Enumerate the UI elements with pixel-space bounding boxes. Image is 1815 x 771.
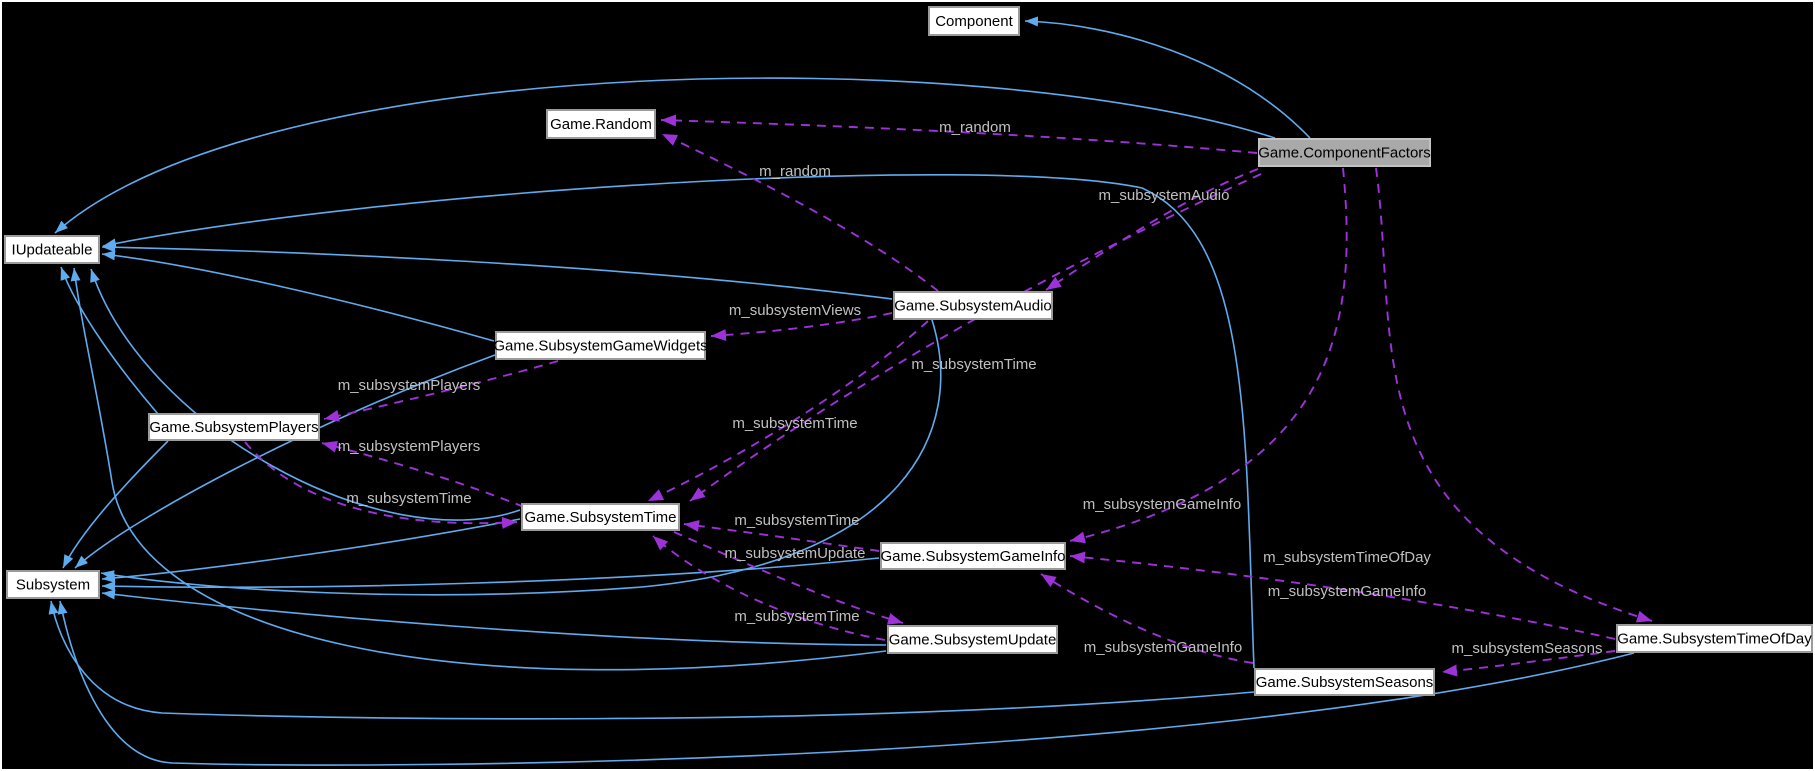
inheritance-edge-gameinfo-subsystem (101, 557, 880, 592)
node-subsystem-widgets[interactable]: Game.SubsystemGameWidgets (493, 331, 708, 360)
usage-edge-timeofday-seasons (1441, 650, 1616, 677)
node-box-subsystem-gameinfo[interactable] (880, 542, 1066, 570)
inheritance-edge-seasons-iupdateable (102, 173, 1255, 669)
inheritance-edge-gamewidgets-subsystem (74, 354, 496, 569)
edge-label-m-subsystemUpdate: m_subsystemUpdate (725, 545, 866, 562)
edge-labels-layer: m_random m_random m_subsystemAudio m_subsys… (338, 119, 1603, 657)
usage-edge-gameinfo-time (683, 519, 880, 552)
usage-edge-audio-time (647, 320, 929, 502)
node-box-subsystem-seasons[interactable] (1254, 668, 1435, 696)
node-subsystem[interactable]: Subsystem (6, 570, 100, 599)
node-box-subsystem-update[interactable] (887, 625, 1058, 654)
edge-label-m-subsystemTime: m_subsystemTime (911, 356, 1036, 373)
inheritance-edge-players-iupdateable (60, 266, 159, 415)
node-label-iupdateable: IUpdateable (12, 242, 93, 259)
node-label-subsystem-timeofday: Game.SubsystemTimeOfDay (1617, 631, 1812, 648)
usage-edge-update-time (652, 535, 886, 641)
node-label-subsystem: Subsystem (16, 577, 90, 594)
inheritance-edge-update-subsystem (101, 589, 887, 646)
inheritance-edge-componentfactors-component (1024, 16, 1311, 139)
node-box-subsystem-players[interactable] (148, 413, 320, 441)
node-label-component-factors: Game.ComponentFactors (1258, 145, 1431, 162)
node-box-subsystem-audio[interactable] (893, 291, 1053, 320)
node-subsystem-timeofday[interactable]: Game.SubsystemTimeOfDay (1616, 624, 1813, 653)
node-label-component: Component (935, 13, 1013, 30)
node-label-subsystem-gameinfo: Game.SubsystemGameInfo (880, 548, 1065, 565)
edge-label-m-subsystemTimeOfDay: m_subsystemTimeOfDay (1263, 549, 1431, 566)
node-box-subsystem-timeofday[interactable] (1616, 624, 1813, 653)
usage-edge-componentfactors-gameinfo (1069, 167, 1348, 544)
edge-label-m-subsystemGameInfo: m_subsystemGameInfo (1084, 639, 1242, 656)
node-component-factors[interactable]: Game.ComponentFactors (1258, 138, 1431, 167)
node-label-subsystem-time: Game.SubsystemTime (525, 509, 677, 526)
edge-label-m-subsystemGameInfo: m_subsystemGameInfo (1083, 496, 1241, 513)
node-box-component-factors[interactable] (1258, 138, 1431, 167)
nodes-layer: ComponentGame.RandomGame.ComponentFactor… (4, 6, 1813, 696)
inheritance-edge-gamewidgets-iupdateable (101, 250, 495, 342)
node-subsystem-gameinfo[interactable]: Game.SubsystemGameInfo (880, 542, 1066, 570)
edge-label-m-random: m_random (759, 163, 831, 180)
usage-edge-componentfactors-timeofday (1375, 167, 1653, 623)
inheritance-edges (48, 16, 1635, 766)
usage-edge-timeofday-gameinfo (1069, 551, 1616, 640)
node-game-random[interactable]: Game.Random (546, 109, 656, 139)
inheritance-edge-time-iupdateable (90, 268, 521, 521)
edge-label-m-subsystemTime: m_subsystemTime (734, 608, 859, 625)
inheritance-edge-audio-iupdateable (101, 242, 893, 300)
node-subsystem-players[interactable]: Game.SubsystemPlayers (148, 413, 320, 441)
usage-edges (244, 114, 1653, 677)
edge-label-m-subsystemViews: m_subsystemViews (729, 302, 861, 319)
inheritance-edge-time-subsystem (101, 518, 521, 583)
node-component[interactable]: Component (928, 6, 1020, 36)
edge-label-m-subsystemTime: m_subsystemTime (732, 415, 857, 432)
node-subsystem-update[interactable]: Game.SubsystemUpdate (887, 625, 1058, 654)
inheritance-edge-update-iupdateable (70, 267, 887, 671)
node-box-subsystem[interactable] (6, 570, 100, 599)
edge-label-m-subsystemGameInfo: m_subsystemGameInfo (1268, 583, 1426, 600)
usage-edge-players-time (244, 441, 518, 529)
edge-label-m-subsystemTime: m_subsystemTime (346, 490, 471, 507)
node-box-game-random[interactable] (546, 109, 656, 139)
node-iupdateable[interactable]: IUpdateable (4, 235, 100, 264)
node-box-component[interactable] (928, 6, 1020, 36)
node-label-subsystem-seasons: Game.SubsystemSeasons (1256, 674, 1434, 691)
node-label-game-random: Game.Random (550, 116, 652, 133)
inheritance-edge-componentfactors-iupdateable (54, 77, 1276, 234)
node-label-subsystem-players: Game.SubsystemPlayers (149, 419, 318, 436)
node-label-subsystem-widgets: Game.SubsystemGameWidgets (493, 338, 707, 355)
node-box-subsystem-widgets[interactable] (495, 331, 706, 360)
usage-edge-componentfactors-audio (1045, 168, 1259, 291)
node-label-subsystem-update: Game.SubsystemUpdate (889, 632, 1057, 649)
node-label-subsystem-audio: Game.SubsystemAudio (894, 298, 1052, 315)
usage-edge-componentfactors-random (660, 114, 1258, 154)
node-subsystem-seasons[interactable]: Game.SubsystemSeasons (1254, 668, 1435, 696)
edge-label-m-subsystemAudio: m_subsystemAudio (1099, 187, 1230, 204)
node-box-iupdateable[interactable] (4, 235, 100, 264)
usage-edge-audio-gamewidgets (710, 312, 893, 342)
node-box-subsystem-time[interactable] (521, 503, 680, 531)
edge-label-m-subsystemPlayers: m_subsystemPlayers (338, 438, 481, 455)
inheritance-edge-timeofday-subsystem (57, 600, 1635, 766)
inheritance-edge-seasons-subsystem (48, 600, 1255, 720)
node-subsystem-audio[interactable]: Game.SubsystemAudio (893, 291, 1053, 320)
usage-edge-componentfactors-time (689, 173, 1262, 502)
usage-edge-seasons-gameinfo (1040, 573, 1254, 664)
usage-edge-audio-random (661, 133, 939, 292)
edge-label-m-subsystemTime: m_subsystemTime (734, 512, 859, 529)
edge-label-m-random: m_random (939, 119, 1011, 136)
inheritance-edge-players-subsystem (62, 440, 169, 569)
edge-label-m-subsystemPlayers: m_subsystemPlayers (338, 377, 481, 394)
node-subsystem-time[interactable]: Game.SubsystemTime (521, 503, 680, 531)
usage-edge-gamewidgets-players (323, 360, 559, 422)
edge-label-m-subsystemSeasons: m_subsystemSeasons (1452, 640, 1603, 657)
